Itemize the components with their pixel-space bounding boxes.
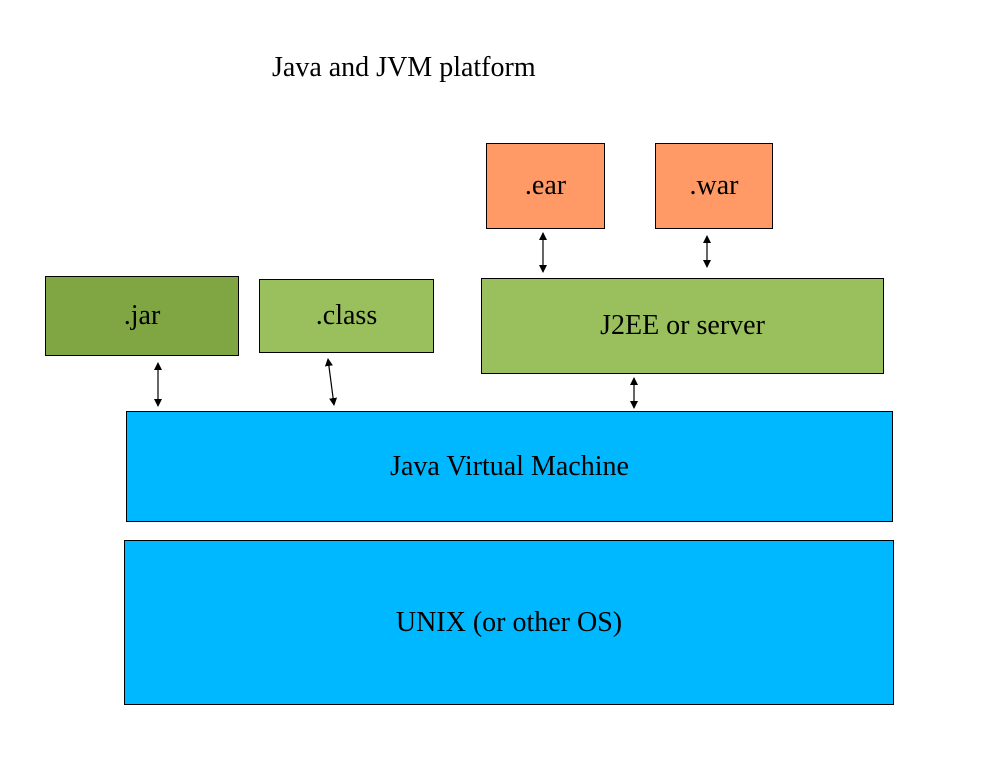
class-node: .class [259, 279, 434, 353]
os-node: UNIX (or other OS) [124, 540, 894, 705]
ear-node: .ear [486, 143, 605, 229]
war-node: .war [655, 143, 773, 229]
diagram-title: Java and JVM platform [272, 52, 536, 83]
arrow-class-jvm [324, 358, 338, 406]
jar-node: .jar [45, 276, 239, 356]
j2ee-server-node: J2EE or server [481, 278, 884, 374]
jvm-node: Java Virtual Machine [126, 411, 893, 522]
